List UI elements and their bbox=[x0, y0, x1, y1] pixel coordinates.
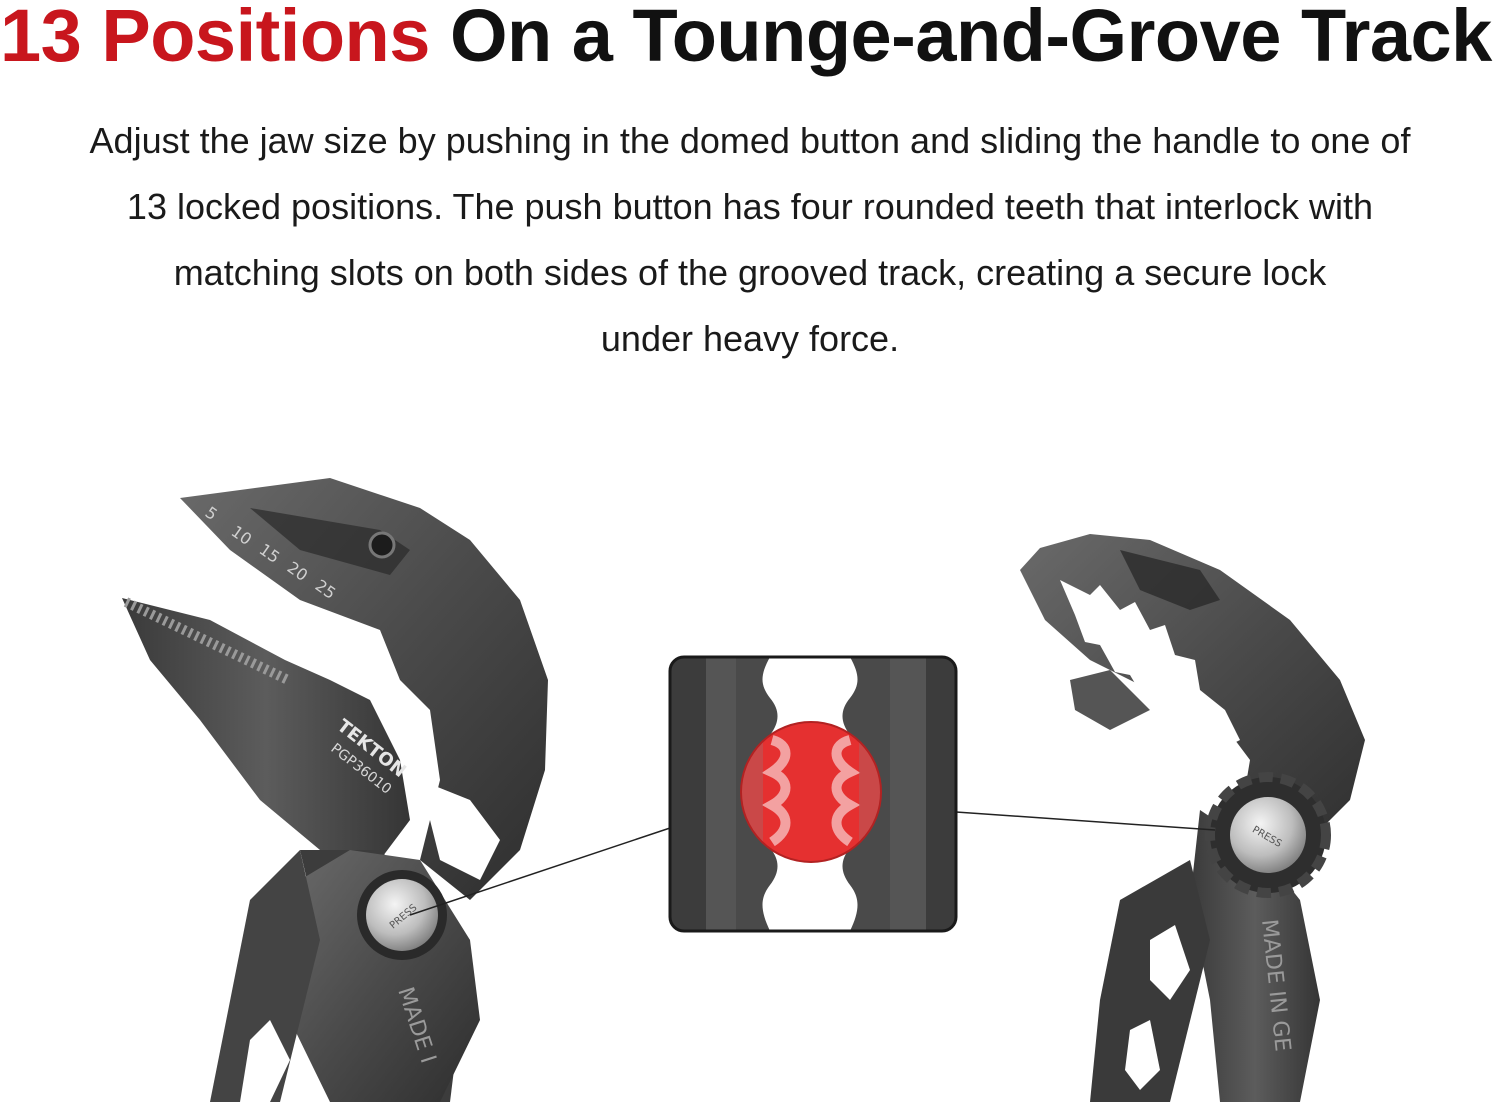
page-title: 13 Positions On a Tounge-and-Grove Track bbox=[0, 0, 1500, 76]
description: Adjust the jaw size by pushing in the do… bbox=[0, 108, 1500, 372]
left-lower-jaw bbox=[122, 598, 410, 860]
left-pliers: PRESS 5 10 15 20 25 TEKTON PGP36010 MADE… bbox=[122, 478, 548, 1102]
description-line: matching slots on both sides of the groo… bbox=[173, 252, 1327, 293]
right-handle bbox=[1190, 810, 1320, 1102]
button-highlight bbox=[741, 722, 881, 862]
title-accent: 13 Positions bbox=[0, 0, 430, 77]
callout-line-left bbox=[409, 827, 671, 916]
track-button-closeup-icon bbox=[668, 655, 958, 933]
title-rest: On a Tounge-and-Grove Track bbox=[449, 0, 1492, 77]
description-line: under heavy force. bbox=[600, 318, 900, 359]
pliers-illustration: PRESS 5 10 15 20 25 TEKTON PGP36010 MADE… bbox=[122, 478, 1365, 1102]
description-line: 13 locked positions. The push button has… bbox=[126, 186, 1374, 227]
callout-line-right bbox=[955, 811, 1216, 831]
description-line: Adjust the jaw size by pushing in the do… bbox=[89, 120, 1411, 161]
right-pliers: PRESS MADE IN GE bbox=[1020, 534, 1365, 1102]
